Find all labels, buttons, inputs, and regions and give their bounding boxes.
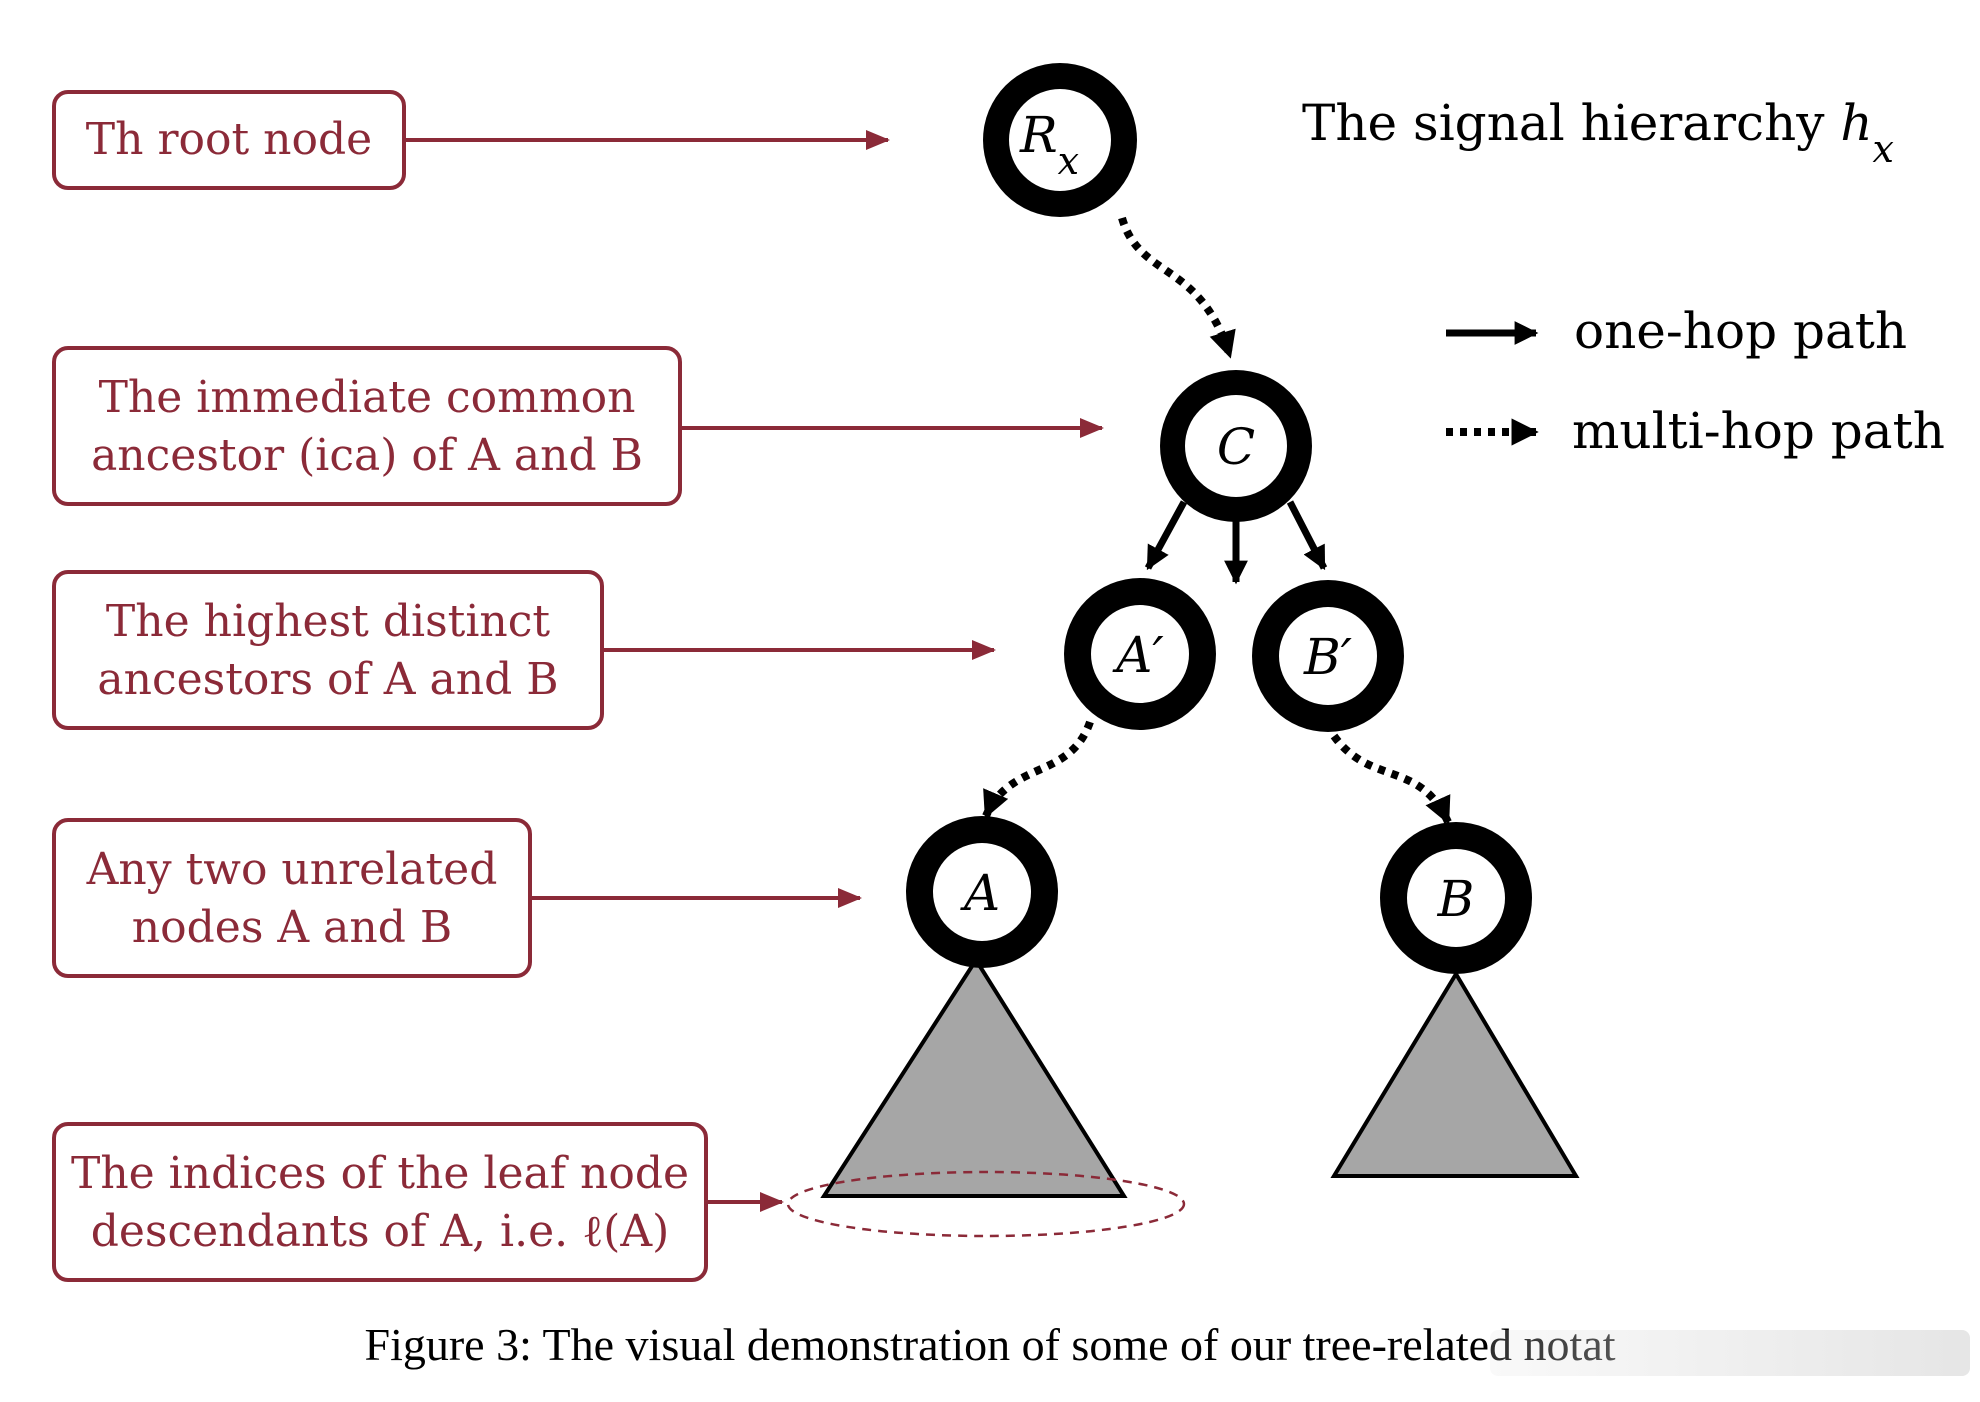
multi-hop-edge-a-prime-to-a xyxy=(982,720,1094,819)
subtree-b-triangle xyxy=(1330,970,1580,1178)
svg-text:The immediate common: The immediate common xyxy=(99,372,636,423)
annotation-unrelated-line1: Any two unrelated xyxy=(86,844,498,895)
node-c-label: C xyxy=(1217,418,1255,476)
annotation-ica-line1: The immediate common xyxy=(99,372,636,423)
svg-text:ancestor (ica) of A and B: ancestor (ica) of A and B xyxy=(91,430,643,481)
node-b-prime-label: B′ xyxy=(1303,628,1353,686)
svg-text:descendants of A, i.e. ℓ(A): descendants of A, i.e. ℓ(A) xyxy=(91,1206,670,1257)
node-a-prime-label: A′ xyxy=(1112,626,1164,684)
node-c: C xyxy=(1160,370,1312,522)
annotation-unrelated: Any two unrelated nodes A and B xyxy=(52,818,862,978)
node-b-label: B xyxy=(1437,870,1475,928)
one-hop-edge-c-to-a-prime xyxy=(1144,500,1188,571)
multi-hop-edge-b-prime-to-b xyxy=(1330,733,1452,825)
legend-one-hop-label: one-hop path xyxy=(1574,302,1907,360)
svg-text:nodes A and B: nodes A and B xyxy=(132,902,452,953)
node-b-prime: B′ xyxy=(1252,580,1404,732)
leaf-indices-ellipse xyxy=(786,1170,1186,1238)
svg-text:Th root node: Th root node xyxy=(86,114,372,165)
legend: one-hop path multi-hop path xyxy=(1446,302,1945,460)
figure-caption: Figure 3: The visual demonstration of so… xyxy=(364,1319,1616,1370)
annotation-root-line1: Th root node xyxy=(86,114,372,165)
annotation-ica-line2: ancestor (ica) of A and B xyxy=(91,430,643,481)
node-a-prime: A′ xyxy=(1064,578,1216,730)
diagram-title: The signal hierarchy hx xyxy=(1302,94,1894,171)
annotation-leaf-line2: descendants of A, i.e. ℓ(A) xyxy=(91,1206,670,1257)
node-a: A xyxy=(906,816,1058,968)
node-a-label: A xyxy=(960,864,1000,922)
annotation-leaf: The indices of the leaf node descendants… xyxy=(52,1122,784,1282)
svg-text:Any two unrelated: Any two unrelated xyxy=(86,844,498,895)
annotation-ica: The immediate common ancestor (ica) of A… xyxy=(52,346,1104,506)
node-root: Rx xyxy=(983,63,1137,217)
subtree-a-triangle xyxy=(820,956,1128,1198)
annotation-hda-line1: The highest distinct xyxy=(106,596,550,647)
annotation-hda: The highest distinct ancestors of A and … xyxy=(52,570,996,730)
annotation-root: Th root node xyxy=(52,90,890,190)
watermark-overlay xyxy=(1490,1330,1970,1376)
svg-text:The indices of the leaf node: The indices of the leaf node xyxy=(71,1148,689,1199)
annotation-unrelated-line2: nodes A and B xyxy=(132,902,452,953)
node-b: B xyxy=(1380,822,1532,974)
annotation-leaf-line1: The indices of the leaf node xyxy=(71,1148,689,1199)
one-hop-edge-c-to-b-prime xyxy=(1286,500,1328,571)
legend-multi-hop-label: multi-hop path xyxy=(1572,402,1945,460)
annotation-hda-line2: ancestors of A and B xyxy=(97,654,558,705)
svg-text:ancestors of A and B: ancestors of A and B xyxy=(97,654,558,705)
svg-text:The highest distinct: The highest distinct xyxy=(106,596,550,647)
multi-hop-edge-root-to-c xyxy=(1118,216,1236,359)
